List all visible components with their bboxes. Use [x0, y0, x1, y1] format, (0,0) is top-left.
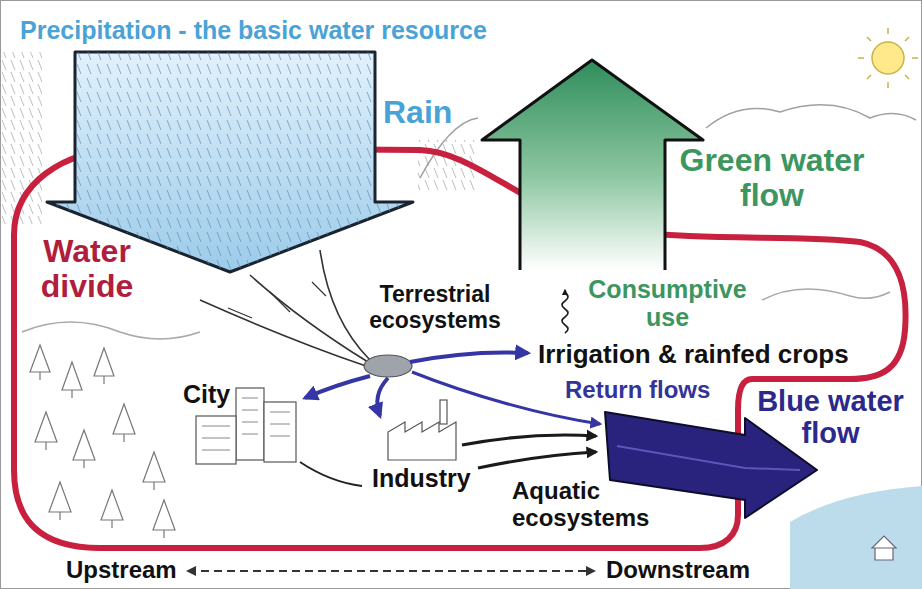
- withdrawal-arrow: [377, 378, 388, 416]
- arrow-body: [482, 60, 703, 270]
- direction-label: Downstream: [606, 557, 750, 583]
- arrow-outline: [482, 60, 703, 270]
- flow-label: Rain: [383, 94, 452, 131]
- sun-disc: [872, 42, 904, 74]
- tree: [143, 452, 165, 482]
- lake: [364, 355, 412, 377]
- forest: [30, 345, 175, 538]
- evaporation-squiggle: [562, 290, 568, 333]
- tree: [101, 490, 123, 520]
- stream: [320, 250, 370, 360]
- hill-outline: [762, 289, 890, 300]
- tree: [94, 348, 114, 376]
- return-arrow: [462, 435, 596, 445]
- flow-label: Blue water flow: [748, 386, 913, 450]
- sun-rays: [858, 28, 918, 88]
- green-water-arrow: Green water flowConsumptive use: [480, 58, 705, 272]
- building: [196, 416, 236, 464]
- flow-sublabel: Consumptive use: [580, 276, 755, 331]
- sea: [790, 486, 922, 589]
- tree: [30, 345, 50, 372]
- tributaries: [228, 282, 326, 318]
- withdrawal-arrow: [410, 352, 528, 362]
- blue-water-arrow-shape: [585, 400, 820, 520]
- chimney: [440, 400, 447, 424]
- region-label: Water divide: [22, 234, 152, 304]
- tree: [62, 362, 82, 390]
- green-water-arrow-shape: [480, 58, 705, 272]
- tree: [49, 482, 71, 512]
- drain-line: [300, 462, 362, 486]
- part-label: Terrestrial ecosystems: [355, 282, 515, 334]
- diagram-title: Precipitation - the basic water resource: [20, 16, 487, 45]
- factory-hall: [388, 422, 456, 460]
- stream: [250, 275, 368, 362]
- return-arrow: [478, 452, 596, 468]
- river-line: [617, 446, 800, 470]
- tree: [35, 412, 57, 442]
- tree-trunks: [40, 372, 164, 538]
- hut: [872, 536, 896, 560]
- direction-label: Upstream: [66, 557, 177, 583]
- tree: [73, 430, 95, 460]
- arrow-body: [605, 412, 817, 518]
- stream: [200, 300, 366, 366]
- hill-outline: [22, 322, 200, 339]
- part-label: Irrigation & rainfed crops: [538, 340, 849, 370]
- part-label: City: [183, 380, 230, 409]
- building: [264, 402, 296, 462]
- flow-note: Return flows: [565, 376, 710, 404]
- tree: [113, 404, 135, 434]
- factory: [388, 400, 456, 460]
- upstream-downstream-arrow: [188, 570, 594, 572]
- part-label: Aquatic ecosystems: [512, 478, 662, 532]
- blue-water-arrow: Blue water flow: [585, 400, 820, 520]
- sun: [858, 28, 918, 88]
- mountain-outline: [706, 105, 916, 128]
- withdrawal-arrow: [305, 376, 370, 398]
- building: [236, 388, 264, 460]
- tree: [153, 500, 175, 530]
- flow-label: Green water flow: [672, 143, 872, 213]
- part-label: Industry: [372, 464, 471, 493]
